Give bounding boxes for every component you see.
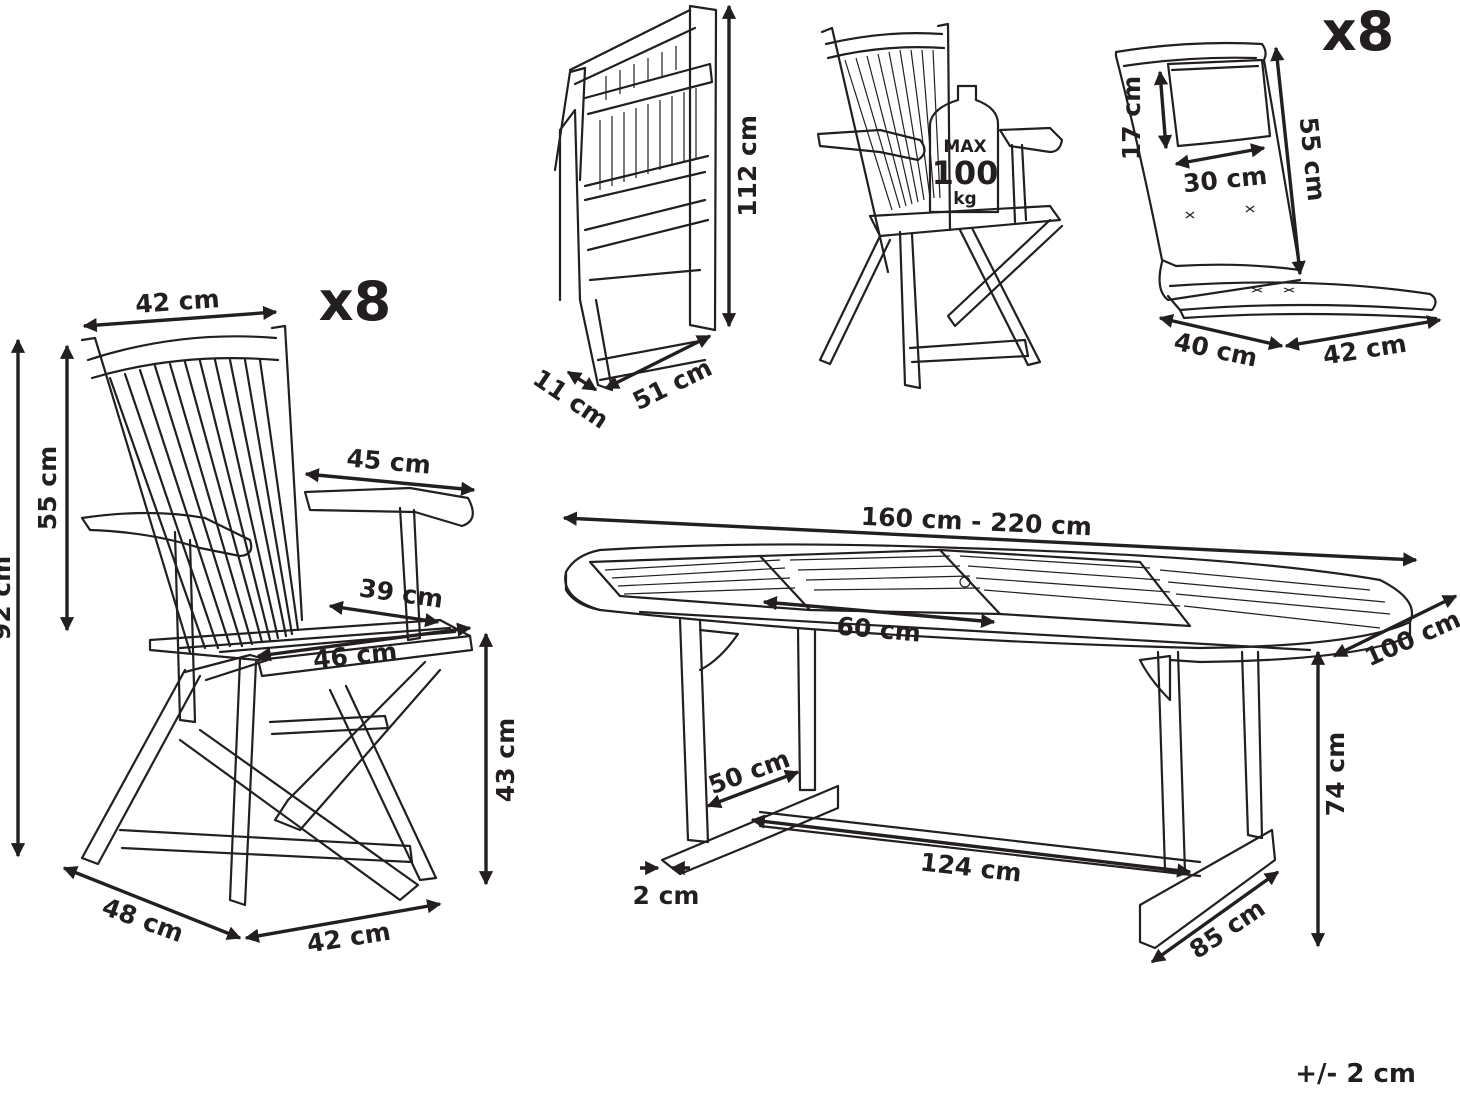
dimension-arrows xyxy=(10,4,1458,964)
cushion-width-label: 40 cm xyxy=(1171,327,1260,373)
armchair-drawing xyxy=(80,324,474,907)
max-load-unit: kg xyxy=(953,189,976,209)
chair-back-width-label: 42 cm xyxy=(134,284,220,319)
cushion-drawing xyxy=(1114,41,1438,320)
folded-depth-label: 51 cm xyxy=(628,353,717,416)
cushion-quantity-label: x8 xyxy=(1322,0,1394,63)
cushion-back-length-label: 55 cm xyxy=(1294,116,1332,203)
folded-chair-drawing xyxy=(553,4,718,392)
tolerance-note: +/- 2 cm xyxy=(1295,1059,1416,1089)
chair-seat-depth-label: 39 cm xyxy=(357,573,445,613)
table-height-label: 74 cm xyxy=(1321,732,1350,816)
chair-load-drawing: MAX 100 kg xyxy=(816,22,1064,390)
folded-height-label: 112 cm xyxy=(733,115,762,217)
pillow-width-label: 30 cm xyxy=(1182,161,1269,199)
chair-arm-depth-label: 45 cm xyxy=(345,443,432,479)
chair-seat-height-label: 43 cm xyxy=(491,718,520,802)
chair-total-height-label: 92 cm xyxy=(0,556,16,640)
chair-back-height-label: 55 cm xyxy=(33,446,62,530)
max-load-label: MAX xyxy=(943,137,986,157)
cushion-seat-length-label: 42 cm xyxy=(1321,329,1409,371)
chair-quantity-label: x8 xyxy=(319,270,391,333)
table-width-label: 100 cm xyxy=(1360,604,1460,672)
chair-width-label: 42 cm xyxy=(305,917,393,959)
weight-icon: MAX 100 kg xyxy=(928,84,1000,214)
max-load-value: 100 xyxy=(932,154,999,192)
table-extension-label: 60 cm xyxy=(835,611,922,647)
table-foot-offset-label: 2 cm xyxy=(633,881,700,910)
pillow-height-label: 17 cm xyxy=(1117,76,1146,160)
